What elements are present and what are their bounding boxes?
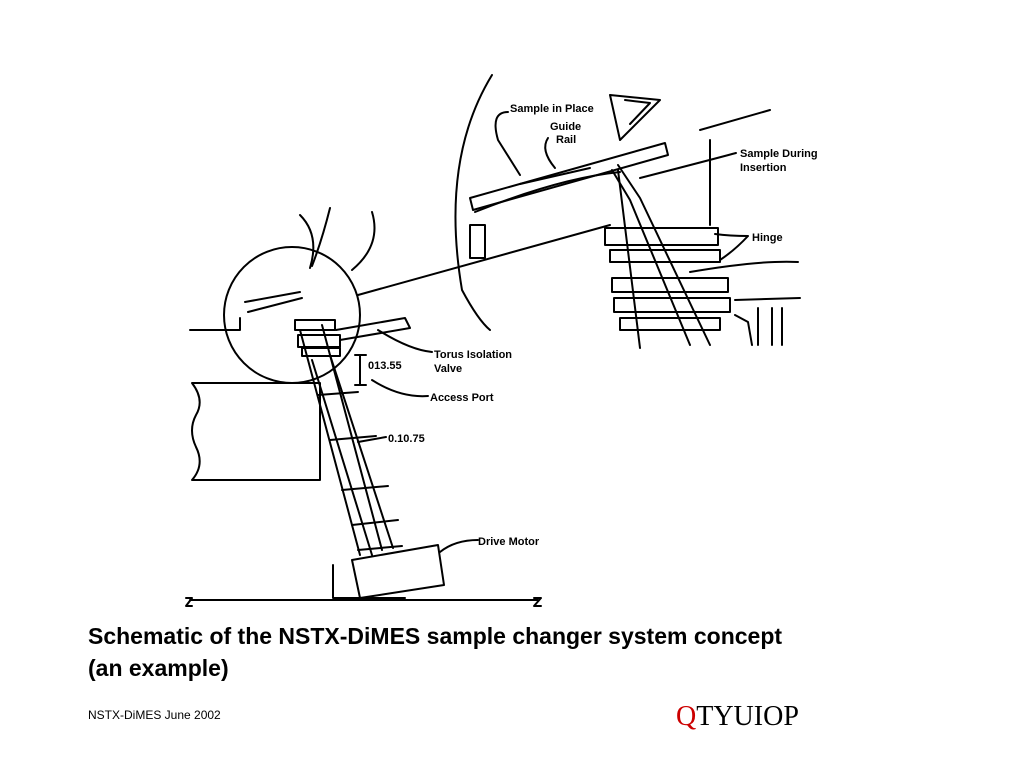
vessel-wall-arc bbox=[454, 74, 493, 331]
logo-rest: TYUIOP bbox=[696, 701, 799, 732]
bracket-left bbox=[469, 224, 486, 259]
label-hinge: Hinge bbox=[752, 232, 783, 244]
label-guide-rail-line1: Guide bbox=[550, 121, 581, 133]
caption-line-2: (an example) bbox=[88, 655, 229, 681]
left-arrow-cut bbox=[311, 207, 331, 267]
bottom-break-left bbox=[185, 597, 193, 607]
label-guide-rail: Guide Rail bbox=[550, 121, 584, 146]
label-guide-rail-line2: Rail bbox=[556, 134, 576, 146]
leader-dim-mid bbox=[357, 436, 387, 443]
machine-block bbox=[191, 382, 321, 481]
right-top-line bbox=[699, 109, 771, 131]
sample-changer-schematic: Sample in Place Guide Rail Sample During… bbox=[185, 74, 821, 607]
label-insertion-line2: Insertion bbox=[740, 162, 787, 174]
guide-rail-upper bbox=[469, 142, 669, 211]
drive-motor-mount bbox=[332, 564, 406, 599]
detail-connector-line bbox=[357, 224, 611, 296]
left-tip-rail bbox=[244, 291, 303, 313]
label-torus-isolation-valve: Torus Isolation Valve bbox=[434, 349, 515, 375]
insertion-link bbox=[617, 164, 711, 346]
leader-access-port bbox=[371, 379, 429, 398]
guide-rail-lower bbox=[474, 171, 621, 213]
chevron-marker bbox=[609, 94, 661, 141]
dim-bracket-top bbox=[354, 354, 367, 386]
label-insertion-line1: Sample During bbox=[740, 148, 818, 160]
right-arc bbox=[689, 260, 799, 273]
leader-insertion bbox=[639, 152, 737, 179]
label-sample-during-insertion: Sample During Insertion bbox=[740, 148, 821, 174]
footer-logo: QTYUIOP bbox=[676, 700, 799, 734]
leader-sample-in-place bbox=[494, 111, 521, 176]
slide-caption: Schematic of the NSTX-DiMES sample chang… bbox=[88, 620, 988, 684]
valve-block-3 bbox=[301, 347, 341, 357]
label-torus-line1: Torus Isolation bbox=[434, 349, 512, 361]
drive-motor-body bbox=[351, 544, 445, 599]
right-base bbox=[734, 297, 801, 301]
leader-guide-rail bbox=[544, 137, 556, 169]
logo-first-letter: Q bbox=[676, 701, 697, 732]
label-dim-top: 013.55 bbox=[368, 360, 402, 372]
detail-circle bbox=[223, 246, 361, 384]
bottom-break-right bbox=[533, 597, 542, 607]
label-drive-motor: Drive Motor bbox=[478, 536, 540, 548]
valve-block-1 bbox=[294, 319, 336, 331]
leader-drive-motor bbox=[439, 539, 479, 553]
hinge-plate bbox=[604, 227, 719, 246]
hinge-plate-2 bbox=[609, 249, 721, 263]
sample-plate bbox=[519, 167, 591, 185]
left-wall bbox=[189, 317, 241, 331]
drive-column bbox=[299, 324, 399, 556]
caption-line-1: Schematic of the NSTX-DiMES sample chang… bbox=[88, 623, 783, 649]
label-dim-mid: 0.10.75 bbox=[388, 433, 425, 445]
label-access-port: Access Port bbox=[430, 392, 494, 404]
leader-hinge bbox=[714, 233, 749, 261]
label-sample-in-place: Sample in Place bbox=[510, 103, 594, 115]
leader-torus-valve bbox=[377, 329, 433, 353]
right-stack bbox=[611, 277, 731, 331]
left-arc-2 bbox=[351, 211, 376, 271]
drive-motor-base bbox=[357, 545, 403, 551]
insertion-link-2 bbox=[611, 169, 691, 346]
label-torus-line2: Valve bbox=[434, 363, 462, 375]
valve-handle bbox=[335, 317, 411, 341]
right-post bbox=[734, 307, 783, 346]
footer-text: NSTX-DiMES June 2002 bbox=[88, 708, 221, 722]
left-arc bbox=[299, 214, 315, 269]
